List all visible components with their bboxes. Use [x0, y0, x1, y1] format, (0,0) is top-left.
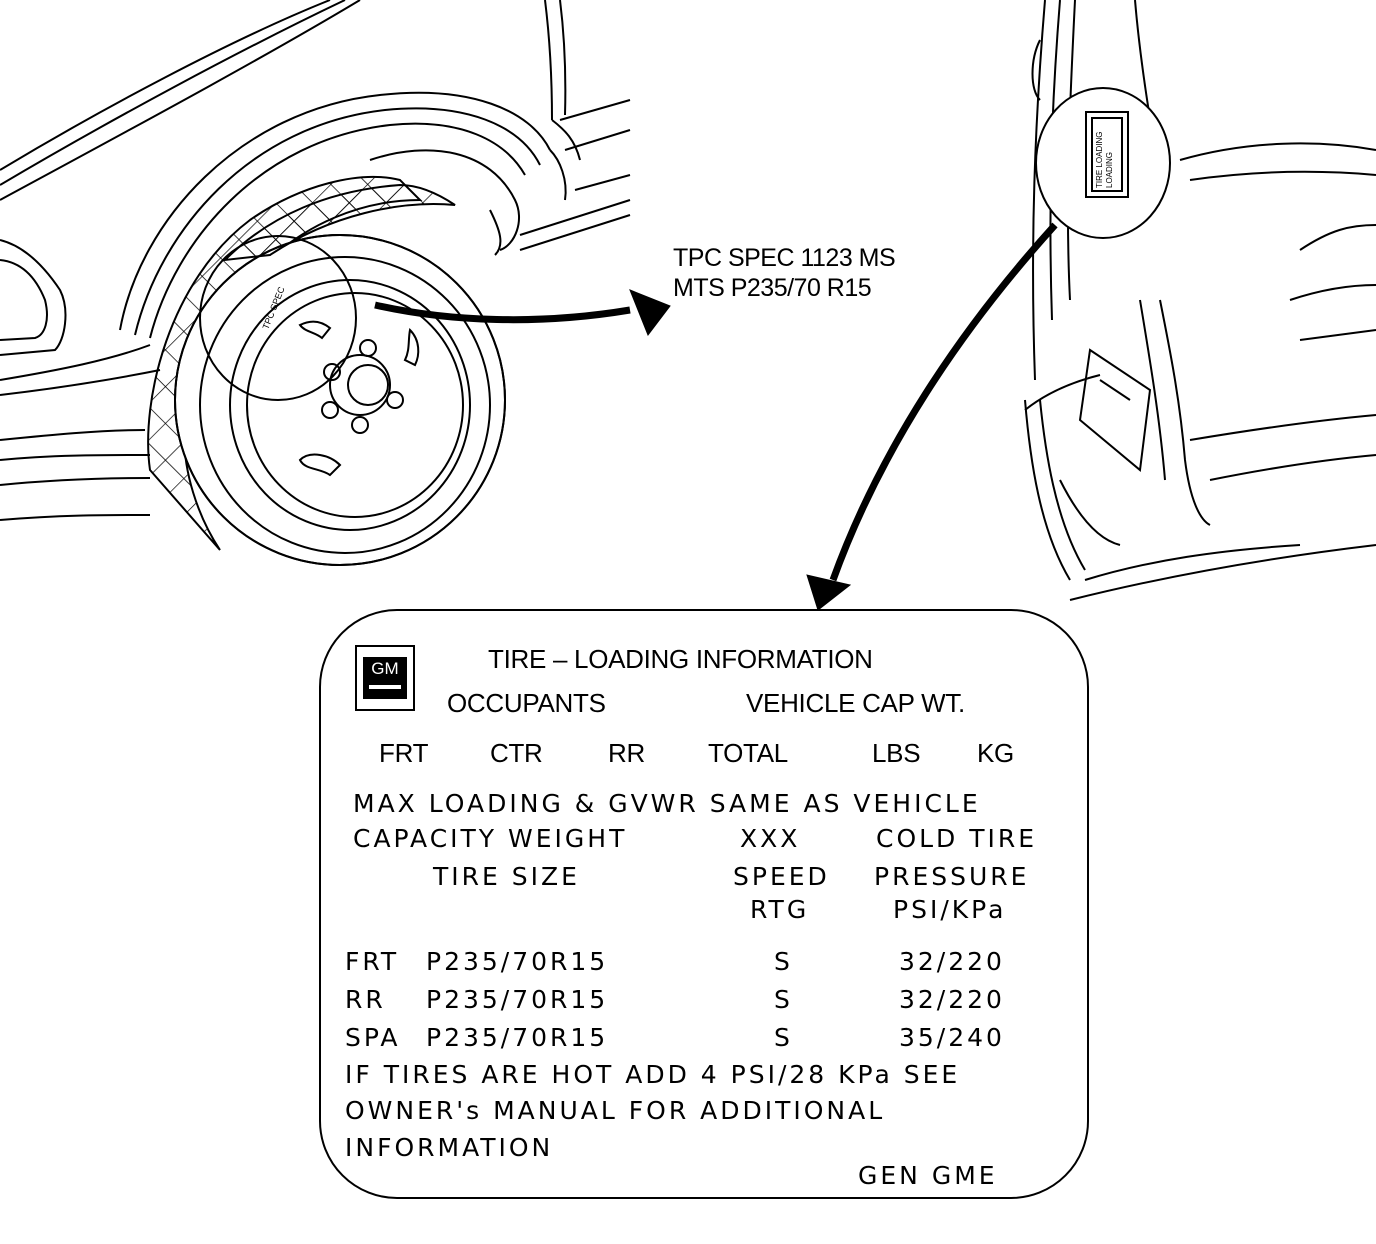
- tire-loading-placard: [319, 609, 1089, 1199]
- psi-kpa-heading: PSI/KPa: [893, 895, 1007, 924]
- note-line-3: INFORMATION: [345, 1133, 554, 1162]
- tpc-spec-callout: TPC SPEC 1123 MS MTS P235/70 R15: [673, 243, 896, 303]
- row-spa-size: P235/70R15: [426, 1023, 609, 1052]
- row-rr-pressure: 32/220: [899, 985, 1005, 1014]
- row-rr-size: P235/70R15: [426, 985, 609, 1014]
- col-lbs: LBS: [872, 738, 921, 768]
- front-tire: [147, 176, 506, 566]
- row-spa-pos: SPA: [345, 1023, 401, 1052]
- occupants-heading: OCCUPANTS: [447, 688, 606, 718]
- row-frt-pressure: 32/220: [899, 947, 1005, 976]
- capacity-weight: CAPACITY WEIGHT: [353, 824, 628, 853]
- cold-tire-label: COLD TIRE: [876, 824, 1038, 853]
- col-rr: RR: [608, 738, 645, 768]
- row-spa-speed: S: [774, 1023, 793, 1052]
- xxx-label: XXX: [740, 824, 801, 853]
- row-frt-speed: S: [774, 947, 793, 976]
- tire-size-heading: TIRE SIZE: [433, 862, 580, 891]
- note-line-2: OWNER's MANUAL FOR ADDITIONAL: [345, 1096, 886, 1125]
- callout-arrow-jamb: [806, 222, 1058, 611]
- gm-logo: GM: [355, 645, 415, 711]
- row-rr-speed: S: [774, 985, 793, 1014]
- speed-heading: SPEED: [733, 862, 830, 891]
- left-fender-illustration: [0, 0, 631, 521]
- callout-line-2: MTS P235/70 R15: [673, 274, 872, 302]
- door-jamb-magnifier: TIRE LOADING LOADING: [1035, 87, 1171, 239]
- callout-line-1: TPC SPEC 1123 MS: [673, 244, 896, 272]
- rtg-heading: RTG: [750, 895, 810, 924]
- row-frt-size: P235/70R15: [426, 947, 609, 976]
- placard-title: TIRE – LOADING INFORMATION: [488, 644, 873, 674]
- col-kg: KG: [977, 738, 1014, 768]
- svg-text:LOADING: LOADING: [1105, 152, 1114, 188]
- row-spa-pressure: 35/240: [899, 1023, 1005, 1052]
- row-rr-pos: RR: [345, 985, 386, 1014]
- svg-text:TIRE LOADING: TIRE LOADING: [1095, 132, 1104, 188]
- door-jamb-illustration: [1024, 0, 1376, 601]
- col-total: TOTAL: [708, 738, 788, 768]
- vehicle-cap-heading: VEHICLE CAP WT.: [746, 688, 965, 718]
- pressure-heading: PRESSURE: [874, 862, 1030, 891]
- row-frt-pos: FRT: [345, 947, 400, 976]
- max-loading-line: MAX LOADING & GVWR SAME AS VEHICLE: [353, 789, 981, 818]
- col-frt: FRT: [379, 738, 429, 768]
- callout-arrow-tire: [374, 289, 671, 337]
- col-ctr: CTR: [490, 738, 543, 768]
- note-line-1: IF TIRES ARE HOT ADD 4 PSI/28 KPa SEE: [345, 1060, 961, 1089]
- gm-logo-text: GM: [371, 659, 399, 678]
- placard-code: GEN GME: [858, 1161, 998, 1190]
